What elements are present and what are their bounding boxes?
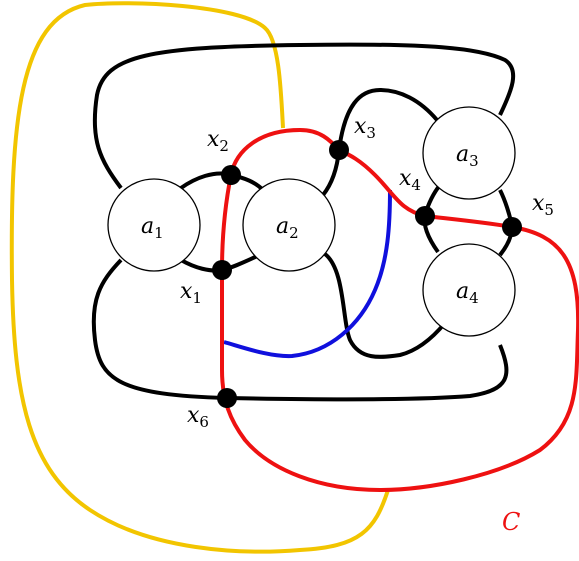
node-a4: a4	[422, 243, 516, 337]
label-x6: x6	[187, 403, 209, 431]
node-label-a4: a4	[456, 279, 479, 307]
node-a2: a2	[242, 178, 336, 272]
label-x1: x1	[180, 279, 202, 307]
edge-a2-x3-a3	[321, 87, 439, 197]
point-x1	[212, 260, 232, 280]
node-a1: a1	[107, 178, 201, 272]
point-x3	[329, 140, 349, 160]
edge-a2-a4	[323, 252, 447, 359]
label-x2: x2	[207, 127, 229, 155]
point-x4	[415, 206, 435, 226]
node-label-a1: a1	[141, 214, 164, 242]
node-a3: a3	[422, 106, 516, 200]
curve-label-C: C	[502, 508, 520, 536]
label-x5: x5	[532, 191, 554, 219]
yellow-curve	[9, 1, 390, 554]
node-label-a3: a3	[456, 142, 479, 170]
point-x2	[221, 165, 241, 185]
edge-a1-top-loop	[92, 42, 516, 190]
point-x6	[217, 388, 237, 408]
blue-curve	[223, 189, 392, 359]
node-label-a2: a2	[276, 214, 299, 242]
label-x3: x3	[354, 114, 376, 142]
point-x5	[502, 217, 522, 237]
label-x4: x4	[399, 166, 421, 194]
